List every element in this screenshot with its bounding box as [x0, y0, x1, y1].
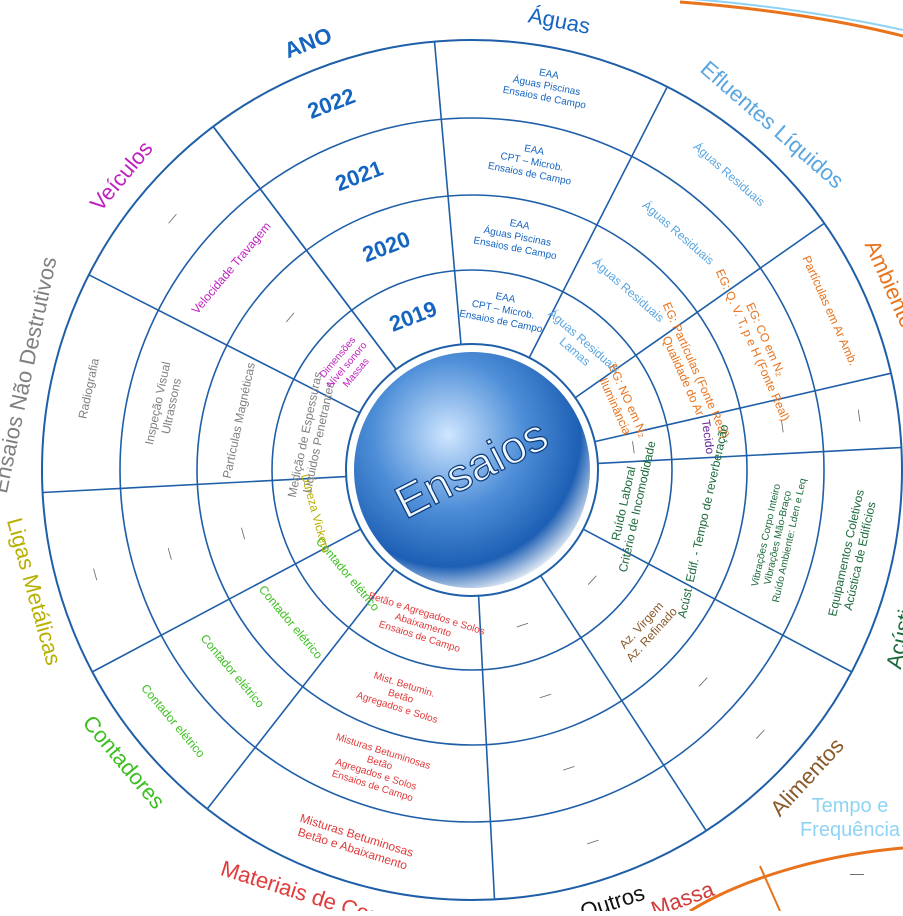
cell-text-aguas-2019-0: EAA	[494, 291, 516, 306]
cell-text-texteis-2022-0: —	[852, 409, 868, 423]
cell-text-texteis-2021-0: —	[776, 419, 792, 433]
cell-ligas-2021: —	[162, 546, 179, 561]
divider-5	[597, 446, 902, 465]
year-ring-3	[119, 117, 825, 823]
cell-outros-2022: —	[585, 833, 601, 850]
divider-6	[582, 528, 853, 673]
cell-text-texteis-2019-0: —	[626, 440, 642, 454]
cell-texteis-2021: —	[776, 419, 792, 433]
decor-arc-orange	[689, 846, 903, 913]
divider-2	[528, 86, 668, 359]
divider-1	[433, 41, 462, 345]
cell-texteis-2022: —	[852, 409, 868, 423]
cell-outros-2021: —	[561, 759, 577, 776]
divider-12	[88, 274, 361, 414]
decor-line-orange	[679, 0, 903, 38]
cell-text-ligas-2022-0: —	[88, 567, 105, 582]
divider-13	[212, 126, 397, 370]
cell-text-aguas-2020-0: EAA	[509, 218, 531, 233]
divider-10	[91, 528, 362, 673]
cell-ligas-2020: —	[236, 526, 253, 541]
hub-image	[354, 352, 590, 588]
hub: Ensaios	[345, 343, 599, 597]
sector-dividers	[42, 41, 902, 900]
cell-outros-2020: —	[537, 687, 553, 704]
divider-9	[206, 568, 396, 810]
divider-7	[539, 575, 707, 832]
cell-text-outros-2022-0: —	[585, 833, 601, 850]
decor-line-blue	[692, 0, 903, 31]
divider-11	[42, 475, 347, 494]
sector-title-ano: ANO	[281, 22, 336, 63]
corner-dash: —	[850, 865, 864, 881]
sector-title-aguas: Águas	[526, 2, 592, 38]
divider-8	[477, 595, 496, 900]
cell-text-outros-2021-0: —	[561, 759, 577, 776]
year-ring-1	[271, 269, 673, 671]
year-ring-2	[196, 194, 748, 746]
cell-text-aguas-2022-0: EAA	[538, 67, 560, 82]
cell-text-ligas-2020-0: —	[236, 526, 253, 541]
cell-text-texteis-2020-0: Tecido	[699, 419, 718, 456]
cell-texteis-2020: Tecido	[699, 419, 718, 456]
cell-text-outros-2019-0: —	[514, 616, 530, 633]
cell-outros-2019: —	[514, 616, 530, 633]
cell-text-outros-2020-0: —	[537, 687, 553, 704]
divider-3	[574, 222, 825, 399]
cell-text-aguas-2021-0: EAA	[523, 143, 545, 158]
cell-texteis-2019: —	[626, 440, 642, 454]
massa-label: Massa	[648, 876, 718, 911]
divider-4	[594, 372, 892, 443]
cell-ligas-2022: —	[88, 567, 105, 582]
decor-divider	[759, 865, 781, 912]
cell-text-ligas-2021-0: —	[162, 546, 179, 561]
